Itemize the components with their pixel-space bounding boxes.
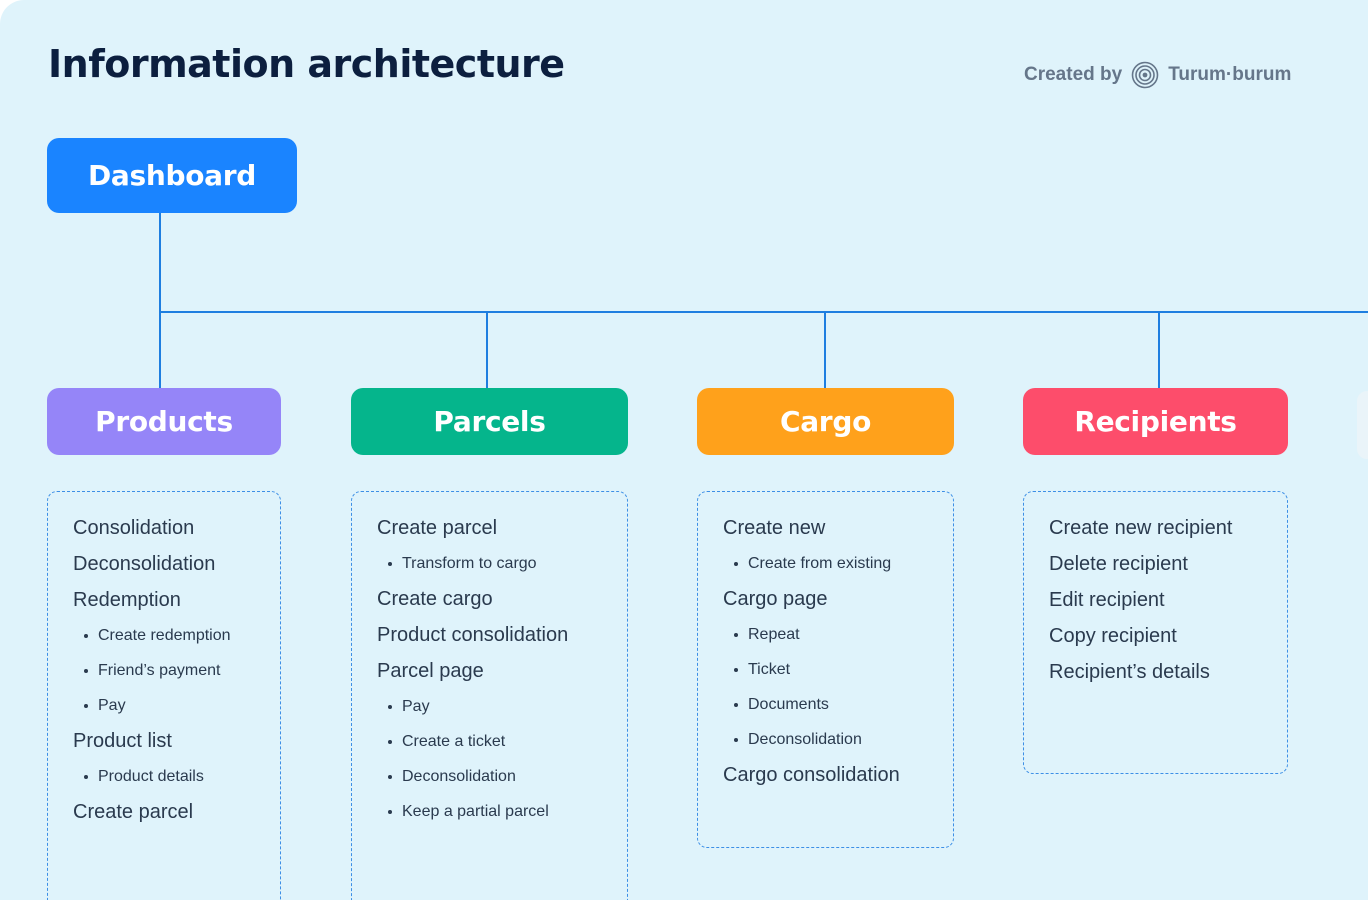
sub-list: Product details: [73, 759, 280, 794]
credit-brand: Turum·burum: [1168, 64, 1292, 85]
sub-list: Transform to cargo: [377, 546, 627, 581]
list-group: Product consolidation: [377, 617, 627, 653]
sub-list-item-label: Keep a partial parcel: [402, 803, 549, 820]
credit: Created by Turum·burum: [1024, 61, 1292, 89]
partial-node-offscreen: [1357, 391, 1368, 459]
list-group: Create parcel: [73, 794, 280, 830]
list-item[interactable]: Parcel page: [377, 660, 484, 682]
sub-list-item[interactable]: Product details: [73, 759, 280, 794]
sub-list-item[interactable]: Ticket: [723, 652, 953, 687]
list-item[interactable]: Create new recipient: [1049, 517, 1233, 539]
sub-list-item[interactable]: Pay: [377, 689, 627, 724]
list-item[interactable]: Cargo consolidation: [723, 764, 900, 786]
list-group: Cargo consolidation: [723, 757, 953, 793]
list-item[interactable]: Create parcel: [73, 801, 194, 823]
list-item[interactable]: Product list: [73, 730, 172, 752]
list-group: Recipient’s details: [1049, 654, 1287, 690]
list-group: Deconsolidation: [73, 546, 280, 582]
recipients-node[interactable]: Recipients: [1023, 388, 1288, 455]
list-item[interactable]: Copy recipient: [1049, 625, 1177, 647]
connector-cargo: [824, 311, 826, 388]
list-item[interactable]: Create new: [723, 517, 826, 539]
sub-list-item-label: Ticket: [748, 661, 791, 678]
sub-list-item-label: Create from existing: [748, 555, 892, 572]
list-item[interactable]: Recipient’s details: [1049, 661, 1210, 683]
sub-list-item[interactable]: Pay: [73, 688, 280, 723]
sub-list-item[interactable]: Deconsolidation: [723, 722, 953, 757]
list-item[interactable]: Edit recipient: [1049, 589, 1165, 611]
sub-list-item[interactable]: Create a ticket: [377, 724, 627, 759]
connector-horizontal-bus: [159, 311, 1368, 313]
sub-list-item[interactable]: Documents: [723, 687, 953, 722]
spiral-logo-icon: [1131, 61, 1159, 89]
sub-list-item[interactable]: Repeat: [723, 617, 953, 652]
sub-list-item-label: Create a ticket: [402, 733, 506, 750]
sub-list-item[interactable]: Create redemption: [73, 618, 280, 653]
list-item[interactable]: Deconsolidation: [73, 553, 216, 575]
parcels-node[interactable]: Parcels: [351, 388, 628, 455]
products-node[interactable]: Products: [47, 388, 281, 455]
sub-list-item-label: Pay: [98, 697, 126, 714]
sub-list-item-label: Repeat: [748, 626, 800, 643]
sub-list-item[interactable]: Deconsolidation: [377, 759, 627, 794]
sub-list-item[interactable]: Create from existing: [723, 546, 953, 581]
sub-list-item-label: Product details: [98, 768, 204, 785]
list-item[interactable]: Delete recipient: [1049, 553, 1188, 575]
sub-list-item[interactable]: Transform to cargo: [377, 546, 627, 581]
connector-root-down: [159, 212, 161, 388]
connector-recipients: [1158, 311, 1160, 388]
sub-list-item-label: Deconsolidation: [402, 768, 516, 785]
list-item[interactable]: Product consolidation: [377, 624, 569, 646]
list-item[interactable]: Consolidation: [73, 517, 195, 539]
sub-list-item-label: Documents: [748, 696, 829, 713]
list-item[interactable]: Cargo page: [723, 588, 828, 610]
sub-list-item[interactable]: Keep a partial parcel: [377, 794, 627, 829]
cargo-node[interactable]: Cargo: [697, 388, 954, 455]
list-group: Create new recipient: [1049, 510, 1287, 546]
list-item[interactable]: Redemption: [73, 589, 181, 611]
list-group: Create cargo: [377, 581, 627, 617]
list-group: Edit recipient: [1049, 582, 1287, 618]
list-group: Consolidation: [73, 510, 280, 546]
dashboard-node[interactable]: Dashboard: [47, 138, 297, 213]
list-group: Copy recipient: [1049, 618, 1287, 654]
connector-parcels: [486, 311, 488, 388]
sub-list-item-label: Friend’s payment: [98, 662, 221, 679]
credit-prefix: Created by: [1024, 64, 1123, 85]
list-item[interactable]: Create parcel: [377, 517, 498, 539]
sub-list-item-label: Transform to cargo: [402, 555, 537, 572]
sub-list-item-label: Create redemption: [98, 627, 231, 644]
page-title: Information architecture: [48, 42, 565, 86]
sub-list-item-label: Pay: [402, 698, 430, 715]
sub-list-item-label: Deconsolidation: [748, 731, 862, 748]
sub-list-item[interactable]: Friend’s payment: [73, 653, 280, 688]
list-item[interactable]: Create cargo: [377, 588, 493, 610]
list-group: Delete recipient: [1049, 546, 1287, 582]
sub-list: Create from existing: [723, 546, 953, 581]
